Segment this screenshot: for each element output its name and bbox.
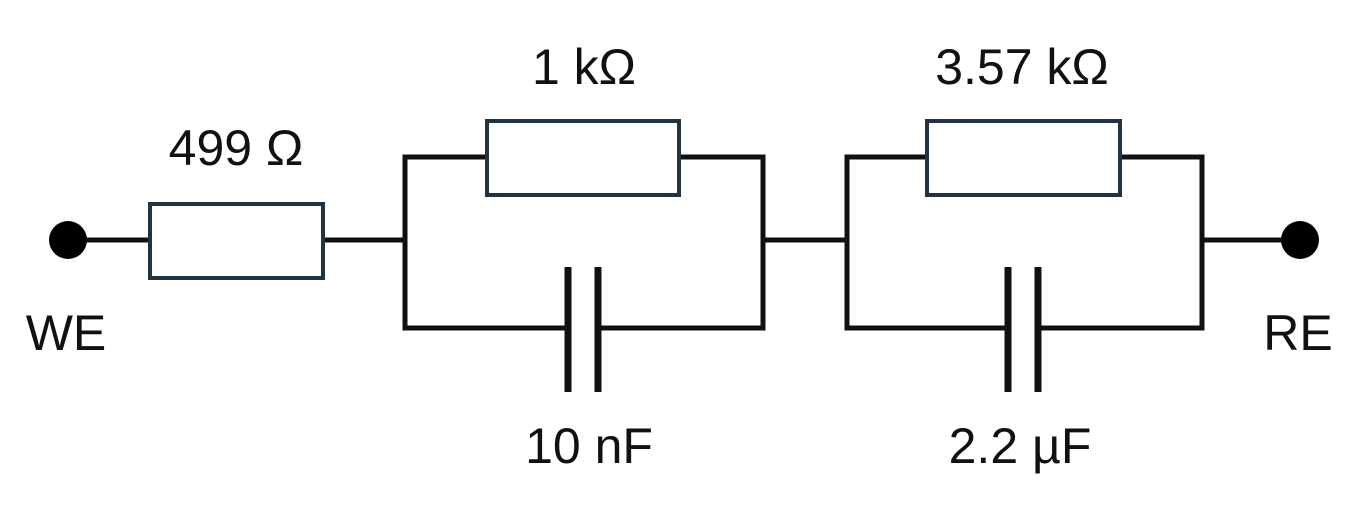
label-re: RE — [1263, 305, 1332, 361]
label-r-series: 499 Ω — [169, 120, 304, 176]
label-r1: 1 kΩ — [532, 39, 636, 95]
we-terminal-dot — [49, 221, 87, 259]
label-r2: 3.57 kΩ — [935, 39, 1109, 95]
re-terminal-dot — [1281, 221, 1319, 259]
wires — [65, 154, 1303, 331]
resistor-series — [148, 202, 325, 280]
resistor-r1 — [485, 119, 681, 197]
resistor-r2 — [925, 119, 1122, 197]
label-c2: 2.2 µF — [949, 418, 1092, 474]
capacitor-c2 — [1004, 267, 1042, 392]
label-we: WE — [26, 305, 107, 361]
label-c1: 10 nF — [525, 418, 653, 474]
capacitor-c1 — [564, 267, 602, 392]
